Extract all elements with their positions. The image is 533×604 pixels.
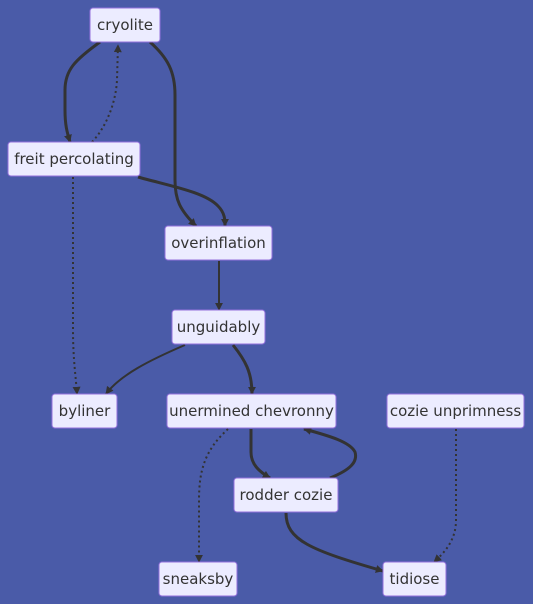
edge-rodder-cozie-to-unermined-chevronny (303, 427, 358, 480)
edge-cryolite-to-overinflation (149, 40, 198, 228)
node-unguidably[interactable]: unguidably (171, 309, 266, 345)
node-label: rodder cozie (240, 486, 333, 504)
edges (63, 40, 457, 573)
node-overinflation[interactable]: overinflation (164, 225, 273, 261)
edge-freit-percolating-to-cryolite (91, 44, 122, 143)
node-freit-percolating[interactable]: freit percolating (7, 141, 141, 177)
node-sneaksby[interactable]: sneaksby (158, 561, 238, 597)
node-cozie-unprimness[interactable]: cozie unprimness (386, 393, 525, 429)
nodes: cryolite freit percolating overinflation… (7, 7, 525, 597)
edge-unermined-chevronny-to-rodder-cozie (249, 429, 271, 480)
node-label: cryolite (97, 16, 153, 34)
node-unermined-chevronny[interactable]: unermined chevronny (166, 393, 337, 429)
edge-cryolite-to-freit-percolating (63, 40, 101, 143)
node-rodder-cozie[interactable]: rodder cozie (233, 477, 339, 513)
node-tidiose[interactable]: tidiose (382, 561, 447, 597)
node-cryolite[interactable]: cryolite (89, 7, 161, 43)
edge-freit-percolating-to-byliner (72, 177, 81, 395)
node-label: sneaksby (163, 570, 234, 588)
edge-freit-percolating-to-overinflation (137, 175, 229, 227)
node-label: unermined chevronny (169, 402, 334, 420)
edge-unguidably-to-unermined-chevronny (231, 344, 256, 395)
node-label: cozie unprimness (390, 402, 521, 420)
edge-cozie-unprimness-to-tidiose (433, 429, 457, 563)
edge-unermined-chevronny-to-sneaksby (195, 428, 229, 563)
edge-unguidably-to-byliner (105, 344, 186, 395)
node-byliner[interactable]: byliner (51, 393, 118, 429)
node-label: unguidably (177, 318, 261, 336)
node-label: freit percolating (14, 150, 134, 168)
edge-rodder-cozie-to-tidiose (284, 512, 384, 573)
node-label: tidiose (390, 570, 440, 588)
node-label: byliner (59, 402, 111, 420)
node-label: overinflation (171, 234, 266, 252)
